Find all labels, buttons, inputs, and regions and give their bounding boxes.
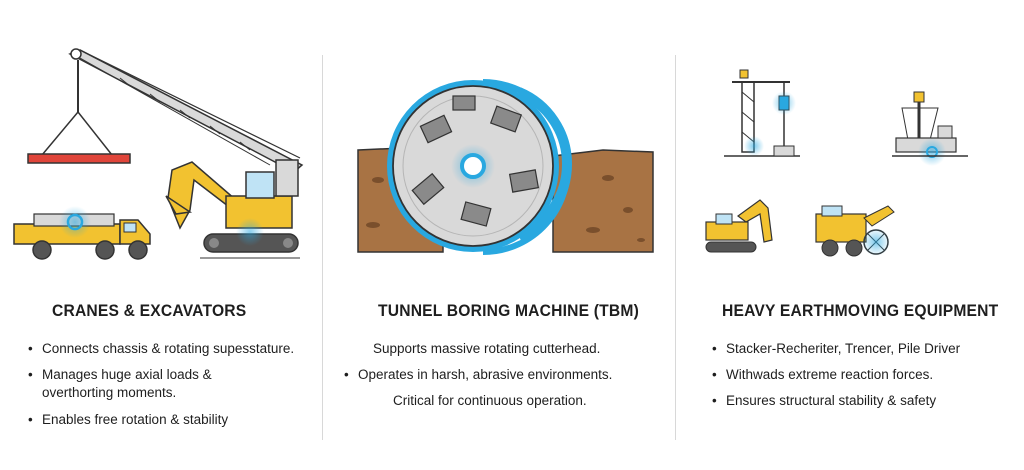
- list-item: •Ensures structural stability & safety: [712, 393, 937, 409]
- tower-crane-icon: [724, 69, 800, 157]
- list-item: •Supports massive rotating cutterhead.: [373, 341, 601, 356]
- list-item: •Critical for continuous operation.: [393, 393, 587, 409]
- bullet-list: •Stacker-Recheriter, Trencer, Pile Drive…: [712, 340, 1016, 419]
- excavator-icon: [165, 159, 300, 259]
- list-item: •Stacker-Recheriter, Trencer, Pile Drive…: [712, 341, 961, 356]
- earthmoving-illustration: [705, 69, 968, 257]
- list-item: •Withwads extreme reaction forces.: [712, 367, 934, 383]
- suspended-beam-icon: [27, 60, 131, 164]
- bullet-list: •Connects chassis & rotating supesstatur…: [28, 340, 312, 437]
- list-item: •Connects chassis & rotating supesstatur…: [28, 341, 295, 356]
- panel-earthmoving: HEAVY EARTHMOVING EQUIPMENT •Stacker-Rec…: [676, 0, 1024, 470]
- panel-title: TUNNEL BORING MACHINE (TBM): [378, 301, 639, 320]
- panel-tbm: TUNNEL BORING MACHINE (TBM) •Supports ma…: [323, 0, 675, 470]
- truck-icon: [13, 206, 151, 260]
- bullet-list: •Supports massive rotating cutterhead. •…: [344, 340, 663, 419]
- panel-cranes: CRANES & EXCAVATORS •Connects chassis & …: [0, 0, 322, 470]
- trencher-icon: [815, 205, 895, 257]
- list-item: •Manages huge axial loads & overthorting…: [28, 367, 212, 401]
- cutterhead-icon: [387, 79, 572, 255]
- excavator-icon: [705, 199, 773, 253]
- panel-title: HEAVY EARTHMOVING EQUIPMENT: [722, 301, 999, 320]
- divider: [322, 55, 323, 440]
- crane-icon: [68, 48, 304, 173]
- panel-title: CRANES & EXCAVATORS: [52, 301, 247, 320]
- tbm-illustration: [357, 79, 654, 255]
- cranes-illustration: [13, 48, 304, 260]
- list-item: •Enables free rotation & stability: [28, 411, 229, 427]
- drill-rig-icon: [892, 91, 968, 166]
- list-item: •Operates in harsh, abrasive environment…: [344, 367, 613, 383]
- divider: [675, 55, 676, 440]
